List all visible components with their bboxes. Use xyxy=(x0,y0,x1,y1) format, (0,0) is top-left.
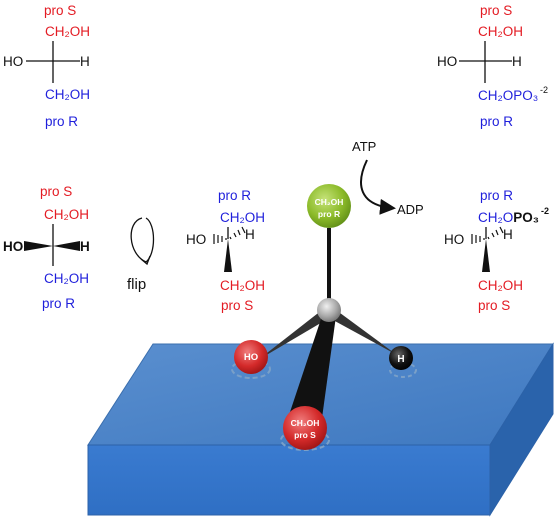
hashed-bond-left xyxy=(213,234,227,244)
bottom-group: CH₂OH xyxy=(44,271,89,286)
binding-pocket-h xyxy=(389,362,417,378)
wedge-bond-right xyxy=(53,241,80,251)
surface-front-face xyxy=(87,444,491,516)
right-group: H xyxy=(80,239,90,254)
green-ball-ch2oh-pro-r xyxy=(307,184,351,228)
phosphate-group: PO₃ xyxy=(513,210,539,225)
pro-s-label: pro S xyxy=(221,298,253,313)
right-group: H xyxy=(512,54,522,69)
red-ball-ho xyxy=(234,340,268,374)
ho-ball-label: HO xyxy=(244,352,258,363)
flip-label: flip xyxy=(127,276,146,293)
right-group: H xyxy=(245,227,255,242)
green-ball-line1: CH₂OH xyxy=(315,197,344,207)
atp-label: ATP xyxy=(352,139,376,154)
pro-s-label: pro S xyxy=(40,184,72,199)
right-group: H xyxy=(503,227,513,242)
bottom-group: CH₂OPO₃ xyxy=(478,88,538,103)
fischer-projection-glycerol-phosphate: pro S CH₂OH HO H CH₂OPO₃ -2 pro R xyxy=(437,3,548,129)
left-group: HO xyxy=(3,239,23,254)
hashed-bond-right xyxy=(487,226,504,240)
pro-r-label: pro R xyxy=(480,114,513,129)
bond-wedge-h xyxy=(322,310,397,355)
left-group: HO xyxy=(437,54,457,69)
red-ball-line2: pro S xyxy=(294,430,316,440)
red-ball-ch2oh-pro-s xyxy=(283,406,327,450)
left-group: HO xyxy=(186,232,206,247)
glycerol-3d-model: CH₂OH pro R HO H CH₂OH pro S xyxy=(231,184,417,451)
bottom-group: CH₂OH xyxy=(220,278,265,293)
left-group: HO xyxy=(3,54,23,69)
charge-superscript: -2 xyxy=(541,206,549,216)
adp-label: ADP xyxy=(397,202,424,217)
red-ball-line1: CH₂OH xyxy=(291,418,320,428)
h-ball-label: H xyxy=(397,354,404,365)
bottom-group: CH₂OH xyxy=(478,278,523,293)
pro-s-label: pro S xyxy=(478,298,510,313)
wedge-bond-bottom xyxy=(224,239,232,272)
top-group: CH₂OH xyxy=(478,24,523,39)
pro-r-label: pro R xyxy=(42,296,75,311)
top-group: CH₂OH xyxy=(220,210,265,225)
top-group: CH₂OH xyxy=(44,207,89,222)
black-ball-h xyxy=(389,346,413,370)
top-group: CH₂OH xyxy=(45,24,90,39)
bottom-group: CH₂OH xyxy=(45,87,90,102)
right-group: H xyxy=(80,54,90,69)
flip-rotation: flip xyxy=(127,217,155,293)
phosphorylation-arrow-icon xyxy=(360,159,396,215)
hashed-bond-left xyxy=(471,234,485,244)
bond-wedge-ch2oh xyxy=(288,316,336,418)
atp-adp-reaction: ATP ADP xyxy=(352,139,424,217)
rotation-arrow-icon xyxy=(130,217,155,263)
rotation-arrowhead-icon xyxy=(140,255,151,266)
wedge-projection-middle: pro R CH₂OH HO H CH₂OH pro S xyxy=(186,188,265,313)
pro-s-label: pro S xyxy=(480,3,512,18)
left-group: HO xyxy=(444,232,464,247)
hashed-bond-right xyxy=(229,226,246,240)
bond-wedge-ho xyxy=(258,310,336,360)
wedge-bond-left xyxy=(24,241,53,251)
enzyme-surface xyxy=(87,342,554,517)
wedge-projection-right: pro R CH₂OPO₃ -2 HO H CH₂OH pro S xyxy=(444,188,549,313)
fischer-projection-glycerol: pro S CH₂OH HO H CH₂OH pro R xyxy=(3,3,90,129)
wedge-projection-left: pro S CH₂OH HO H CH₂OH pro R xyxy=(3,184,90,311)
green-ball-line2: pro R xyxy=(318,209,340,219)
wedge-bond-bottom xyxy=(482,239,490,272)
surface-side-face xyxy=(489,342,554,517)
pro-s-label: pro S xyxy=(44,3,76,18)
pro-r-label: pro R xyxy=(480,188,513,203)
charge-superscript: -2 xyxy=(540,85,548,95)
top-group-part: CH₂OPO₃ xyxy=(478,210,539,225)
central-carbon-atom xyxy=(317,298,341,322)
pro-r-label: pro R xyxy=(218,188,251,203)
top-group: CH₂O xyxy=(478,210,513,225)
pro-r-label: pro R xyxy=(45,114,78,129)
